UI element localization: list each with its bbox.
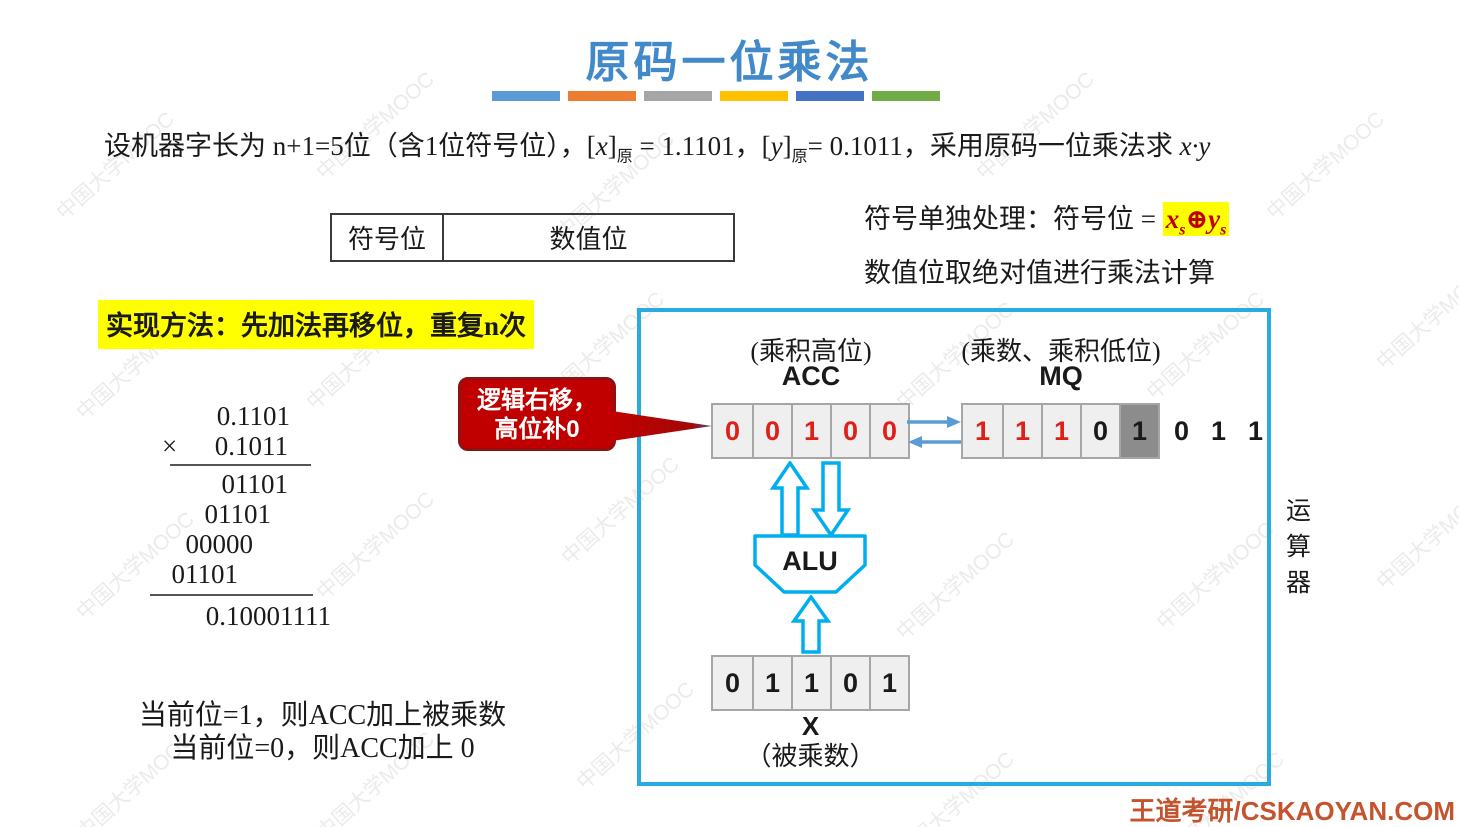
word-format-table: 符号位 数值位 [330, 213, 735, 262]
divider-bar [568, 91, 636, 101]
sign-rule-text: 符号单独处理：符号位 = [864, 204, 1163, 234]
shifted-bit: 1 [1210, 415, 1227, 446]
brand-watermark: 王道考研/CSKAOYAN.COM [1129, 796, 1455, 826]
x-bit: 1 [752, 657, 791, 709]
alu-acc-up-down-arrows-icon [769, 461, 852, 537]
xs-var: x [1165, 204, 1180, 234]
callout-line-2: 高位补0 [494, 416, 580, 443]
arithmetic-unit-box [637, 308, 1271, 786]
partial-product-row: 01101 [221, 469, 289, 499]
partial-product-row: 01101 [171, 559, 239, 589]
partial-product-row: 01101 [204, 499, 272, 529]
problem-text: 设机器字长为 n+1=5位（含1位符号位），[ [104, 131, 596, 161]
mooc-watermark: 中国大学MOOC [1372, 257, 1459, 375]
var-x: x [595, 131, 608, 161]
shifted-out-bits: 0 1 1 [1163, 403, 1274, 459]
mq-register: 1 1 1 0 1 [961, 403, 1160, 459]
shifted-bit: 1 [1247, 415, 1264, 446]
callout-line-1: 逻辑右移， [477, 387, 597, 414]
mq-current-bit: 1 [1119, 405, 1158, 457]
condition-line-2: 当前位=0，则ACC加上 0 [170, 733, 475, 764]
xs-sub: s [1179, 221, 1186, 239]
bracket: ] [607, 131, 617, 161]
condition-line-1: 当前位=1，则ACC加上被乘数 [138, 700, 507, 731]
product-result: 0.10001111 [205, 601, 331, 631]
acc-bit: 0 [869, 405, 908, 457]
ys-sub: s [1220, 221, 1227, 239]
alu-shape [753, 534, 867, 594]
acc-bit: 1 [791, 405, 830, 457]
product-xy: x·y [1179, 131, 1211, 161]
x-name: X [801, 711, 820, 741]
problem-text: = 0.1011，采用原码一位乘法求 [807, 131, 1180, 161]
mooc-watermark: 中国大学MOOC [1372, 477, 1459, 595]
sum-line [150, 594, 313, 596]
value-rule: 数值位取绝对值进行乘法计算 [864, 258, 1215, 288]
problem-statement: 设机器字长为 n+1=5位（含1位符号位），[x]原 = 1.1101，[y]原… [104, 124, 1404, 166]
acc-register: 0 0 1 0 0 [711, 403, 910, 459]
sign-rule: 符号单独处理：符号位 = xs⊕ys [864, 197, 1230, 239]
var-y: y [770, 131, 783, 161]
x-bit: 0 [713, 657, 752, 709]
ys-var: y [1208, 204, 1221, 234]
acc-name: ACC [781, 361, 841, 391]
divider-bar [492, 91, 560, 101]
mq-bit: 1 [1002, 405, 1041, 457]
acc-mq-transfer-arrows-icon [907, 416, 961, 448]
mq-bit: 0 [1080, 405, 1119, 457]
partial-product-row: 00000 [185, 529, 254, 559]
acc-bit: 0 [752, 405, 791, 457]
mq-bit: 1 [963, 405, 1002, 457]
page-title: 原码一位乘法 [585, 38, 874, 87]
mq-name: MQ [1039, 361, 1083, 391]
multiplier-value: 0.1011 [214, 431, 288, 461]
mooc-watermark: 中国大学MOOC [312, 487, 439, 605]
subscript-yuan: 原 [616, 148, 633, 166]
method-note: 实现方法：先加法再移位，重复n次 [98, 300, 535, 349]
x-bit: 1 [791, 657, 830, 709]
x-note: （被乘数） [745, 742, 876, 771]
x-register: 0 1 1 0 1 [711, 655, 910, 711]
x-bit: 1 [869, 657, 908, 709]
bracket: ] [782, 131, 792, 161]
multiplicand-row: 0.1101 [216, 401, 290, 431]
divider-bar [720, 91, 788, 101]
subscript-yuan: 原 [791, 148, 808, 166]
sign-bit-cell: 符号位 [332, 215, 444, 260]
alu-label: ALU [782, 546, 838, 576]
title-divider-bars [492, 91, 940, 101]
mq-note: (乘数、乘积低位) [961, 337, 1161, 366]
acc-bit: 0 [830, 405, 869, 457]
divider-bar [872, 91, 940, 101]
sign-xor-formula: xs⊕ys [1162, 202, 1230, 239]
divider-bar [796, 91, 864, 101]
acc-note: (乘积高位) [750, 337, 872, 366]
xor-symbol: ⊕ [1185, 204, 1209, 234]
acc-bit: 0 [713, 405, 752, 457]
rule-line [170, 464, 311, 466]
long-multiplication: 0.1101 × 0.1011 01101 01101 00000 01101 0… [148, 401, 331, 631]
mq-bit: 1 [1041, 405, 1080, 457]
problem-text: = 1.1101，[ [632, 131, 771, 161]
value-bits-cell: 数值位 [549, 225, 628, 254]
shift-callout: 逻辑右移， 高位补0 [458, 377, 616, 451]
multiplier-row: × 0.1011 [148, 431, 313, 461]
x-bit: 0 [830, 657, 869, 709]
x-alu-up-arrow-icon [791, 595, 831, 654]
shifted-bit: 0 [1173, 415, 1190, 446]
arithmetic-unit-label: 运算器 [1285, 498, 1311, 597]
callout-pointer-icon [612, 411, 712, 441]
multiply-sign: × [162, 431, 178, 461]
bit-condition-notes: 当前位=1，则ACC加上被乘数 当前位=0，则ACC加上 0 [95, 699, 550, 765]
divider-bar [644, 91, 712, 101]
